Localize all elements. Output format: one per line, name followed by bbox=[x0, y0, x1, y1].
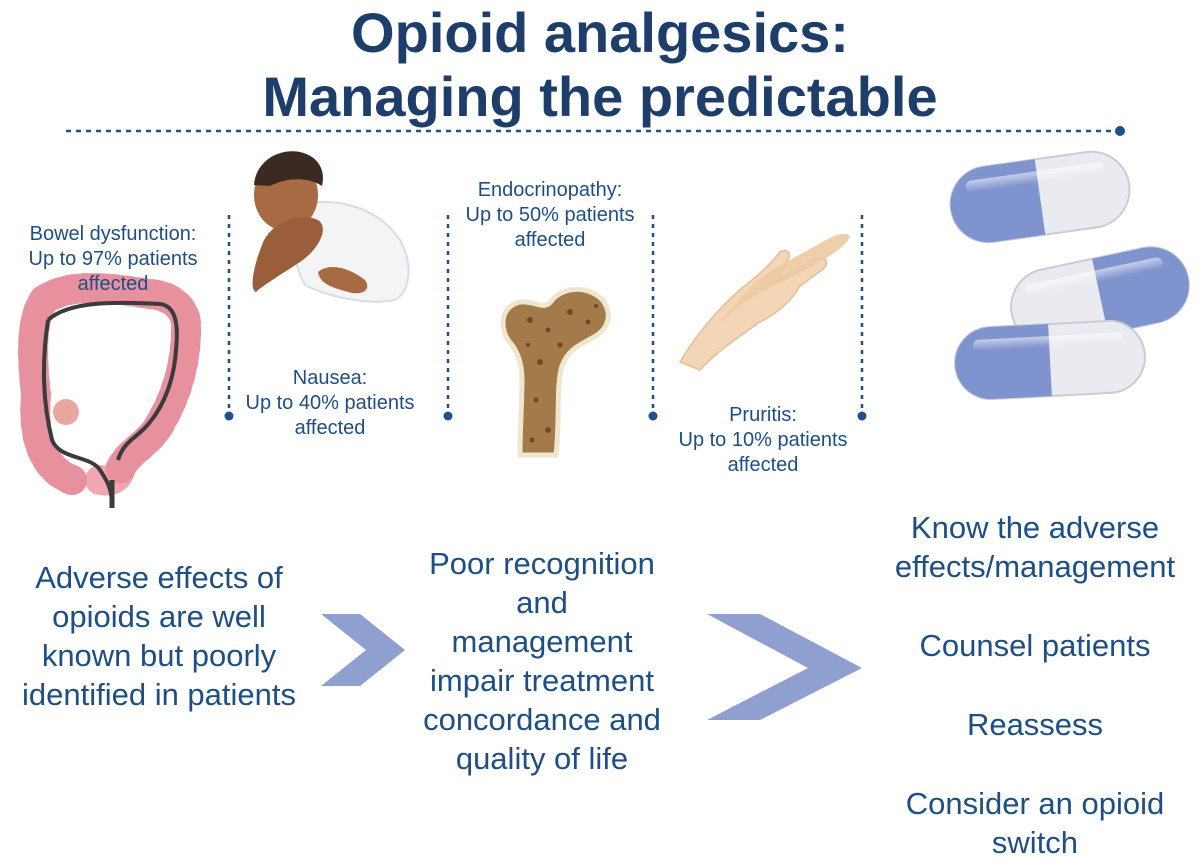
effect-stat: Up to 40% patients bbox=[245, 392, 415, 414]
action-text-line: Counsel patients bbox=[919, 628, 1151, 663]
dotted-connectors bbox=[224, 215, 867, 421]
effect-pruritis: Pruritis: Up to 10% patients affected bbox=[658, 403, 868, 478]
action-consider-opioid-switch: Consider an opioid switch bbox=[870, 784, 1200, 862]
scratching-hands-icon bbox=[678, 233, 850, 371]
action-text-line: switch bbox=[991, 825, 1079, 860]
effect-note: affected bbox=[514, 229, 586, 251]
flow-step-problem: Adverse effects of opioids are well know… bbox=[0, 558, 318, 714]
effect-note: affected bbox=[727, 454, 799, 476]
flow-text-line: impair treatment bbox=[430, 663, 654, 698]
flow-text-line: concordance and bbox=[423, 702, 661, 737]
flow-text-line: identified in patients bbox=[21, 677, 297, 712]
effect-stat: Up to 10% patients bbox=[678, 429, 848, 451]
flow-text-line: management bbox=[451, 624, 633, 659]
action-know-adverse-effects: Know the adverse effects/management bbox=[870, 508, 1200, 586]
action-counsel-patients: Counsel patients bbox=[870, 626, 1200, 665]
flow-text-line: opioids are well bbox=[52, 599, 266, 634]
effect-name: Pruritis: bbox=[729, 404, 797, 426]
effect-note: affected bbox=[294, 417, 366, 439]
title-separator bbox=[66, 126, 1125, 136]
effect-bowel-dysfunction: Bowel dysfunction: Up to 97% patients af… bbox=[8, 222, 218, 297]
effect-name: Nausea: bbox=[292, 367, 368, 389]
action-reassess: Reassess bbox=[870, 705, 1200, 744]
action-text-line: Consider an opioid bbox=[905, 786, 1165, 821]
title-line-1: Opioid analgesics: bbox=[351, 1, 849, 64]
effect-name: Endocrinopathy: bbox=[477, 179, 623, 201]
flow-arrow-2 bbox=[707, 614, 862, 720]
flow-text-line: known but poorly bbox=[41, 638, 277, 673]
title-line-2: Managing the predictable bbox=[262, 65, 938, 128]
nauseous-person-icon bbox=[252, 151, 410, 303]
action-text-line: effects/management bbox=[894, 549, 1176, 584]
bone-icon bbox=[500, 286, 611, 458]
effect-endocrinopathy: Endocrinopathy: Up to 50% patients affec… bbox=[450, 178, 650, 253]
flow-text-line: Adverse effects of bbox=[35, 560, 283, 595]
flow-arrow-1 bbox=[321, 614, 405, 686]
flow-text-line: Poor recognition bbox=[429, 546, 655, 581]
capsules-icon bbox=[949, 150, 1190, 401]
action-text-line: Know the adverse bbox=[910, 510, 1160, 545]
effect-stat: Up to 97% patients bbox=[28, 248, 198, 270]
flow-step-consequence: Poor recognition and management impair t… bbox=[400, 544, 684, 778]
effect-nausea: Nausea: Up to 40% patients affected bbox=[230, 366, 430, 441]
flow-text-line: quality of life bbox=[455, 741, 629, 776]
effect-stat: Up to 50% patients bbox=[465, 204, 635, 226]
effect-note: affected bbox=[77, 273, 149, 295]
effect-name: Bowel dysfunction: bbox=[29, 223, 197, 245]
flow-text-line: and bbox=[516, 585, 568, 620]
colon-icon bbox=[18, 273, 202, 508]
action-text-line: Reassess bbox=[966, 707, 1104, 742]
